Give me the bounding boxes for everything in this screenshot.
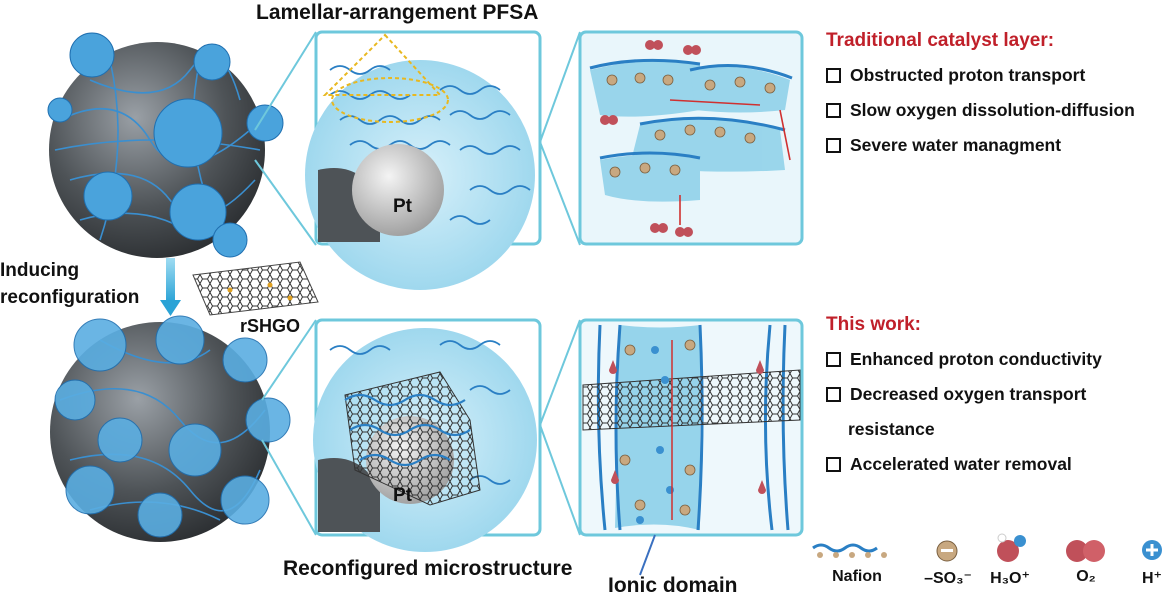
traditional-section: Traditional catalyst layer: Obstructed p… bbox=[826, 30, 1135, 163]
top-panel-title: Lamellar-arrangement PFSA bbox=[256, 1, 539, 24]
legend-o2-glyph bbox=[1066, 540, 1105, 562]
list-item: Accelerated water removal bbox=[826, 447, 1102, 482]
legend-nafion-glyph bbox=[812, 543, 887, 558]
checkbox-icon bbox=[826, 138, 841, 153]
pt-label-top: Pt bbox=[393, 196, 412, 217]
zoom-lines-bottom bbox=[261, 319, 581, 536]
rshgo-label: rSHGO bbox=[240, 316, 301, 336]
legend-h-glyph bbox=[1142, 540, 1162, 560]
inducing-line-2: reconfiguration bbox=[0, 287, 140, 308]
checkbox-icon bbox=[826, 352, 841, 367]
legend-so3-label: –SO₃⁻ bbox=[924, 570, 972, 587]
top-catalyst-particle bbox=[47, 32, 284, 258]
bottom-transport-panel bbox=[578, 318, 804, 576]
ionic-domain-label: Ionic domain bbox=[608, 574, 738, 597]
legend-nafion-label: Nafion bbox=[832, 568, 882, 585]
legend-h-label: H⁺ bbox=[1142, 570, 1162, 587]
list-item: Slow oxygen dissolution-diffusion bbox=[826, 93, 1135, 128]
reconfiguration-arrow bbox=[160, 258, 181, 316]
bottom-catalyst-particle bbox=[50, 315, 291, 542]
this-work-section: This work: Enhanced proton conductivity … bbox=[826, 314, 1102, 482]
rshgo-sheet bbox=[192, 261, 319, 316]
inducing-reconfiguration-label: Inducing reconfiguration bbox=[0, 257, 139, 311]
traditional-title: Traditional catalyst layer: bbox=[826, 30, 1055, 51]
this-work-list: Enhanced proton conductivity Decreased o… bbox=[826, 342, 1102, 482]
this-work-title: This work: bbox=[826, 314, 922, 335]
checkbox-icon bbox=[826, 457, 841, 472]
list-item: Decreased oxygen transport bbox=[826, 377, 1102, 412]
bottom-panel-title: Reconfigured microstructure bbox=[283, 557, 573, 580]
top-transport-panel bbox=[578, 30, 804, 246]
traditional-list: Obstructed proton transport Slow oxygen … bbox=[826, 58, 1135, 163]
list-item: Severe water managment bbox=[826, 128, 1135, 163]
pt-label-bottom: Pt bbox=[393, 485, 412, 506]
checkbox-icon bbox=[826, 103, 841, 118]
bottom-reconfigured-panel bbox=[313, 318, 542, 552]
list-item: Enhanced proton conductivity bbox=[826, 342, 1102, 377]
list-item-continuation: resistance bbox=[848, 419, 935, 439]
legend-h3o-glyph bbox=[997, 533, 1026, 562]
checkbox-icon bbox=[826, 387, 841, 402]
legend-so3-glyph bbox=[936, 540, 958, 562]
checkbox-icon bbox=[826, 68, 841, 83]
inducing-line-1: Inducing bbox=[0, 260, 80, 281]
zoom-lines-top bbox=[254, 31, 581, 246]
legend-o2-label: O₂ bbox=[1076, 568, 1096, 585]
top-pfsa-panel bbox=[305, 30, 542, 290]
list-item: Obstructed proton transport bbox=[826, 58, 1135, 93]
legend-h3o-label: H₃O⁺ bbox=[990, 570, 1030, 587]
